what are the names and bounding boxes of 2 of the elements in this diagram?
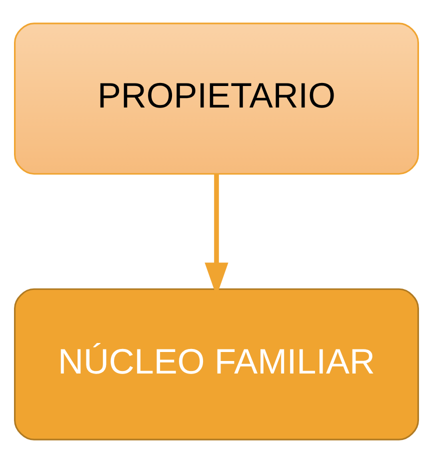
node-box: PROPIETARIO <box>14 22 419 174</box>
node-box: NÚCLEO FAMILIAR <box>14 288 419 440</box>
